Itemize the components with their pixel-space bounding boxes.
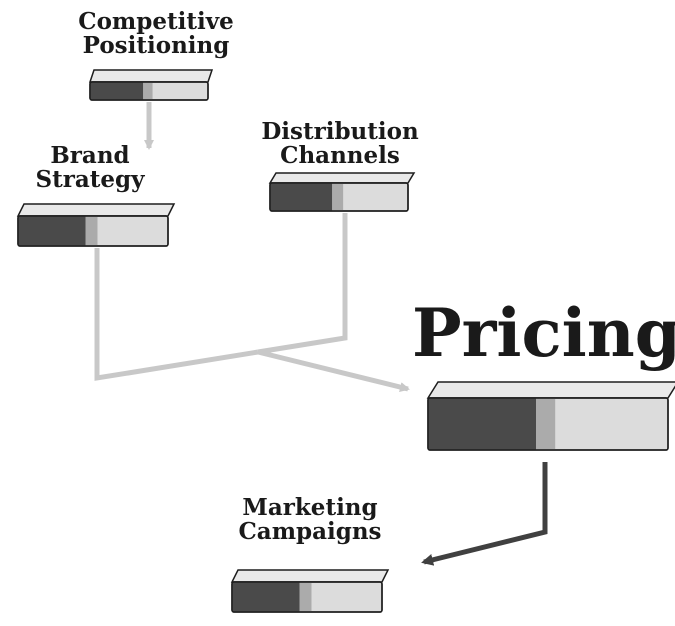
node-label-competitive-positioning: Competitive Positioning xyxy=(68,8,244,60)
box-outline xyxy=(427,397,669,451)
node-label-line: Pricing xyxy=(412,294,675,372)
node-label-line: Campaigns xyxy=(238,518,382,546)
box-outline xyxy=(89,81,209,101)
box-top-face xyxy=(268,172,416,184)
box-top-face xyxy=(426,381,675,399)
box-shadow-side xyxy=(90,82,144,100)
node-box-pricing xyxy=(426,381,675,451)
node-box-marketing xyxy=(230,569,390,613)
node-label-marketing-campaigns: Marketing Campaigns xyxy=(220,494,400,546)
node-box-competitive xyxy=(88,69,214,101)
box-shade-blend xyxy=(143,82,153,100)
connector-junction-to-pricing xyxy=(257,349,410,392)
box-top-face xyxy=(230,569,390,583)
box-shade-blend xyxy=(299,582,312,612)
box-top-face xyxy=(16,203,176,217)
node-label-line: Channels xyxy=(280,142,400,170)
box-shadow-side xyxy=(18,216,86,246)
connector-brand-to-junction xyxy=(94,248,259,381)
box-top-face xyxy=(88,69,214,83)
node-label-brand-strategy: Brand Strategy xyxy=(30,142,150,194)
box-shadow-side xyxy=(428,398,536,450)
connector-distribution-to-junction xyxy=(257,213,348,355)
node-box-brand xyxy=(16,203,176,247)
node-label-line: Brand xyxy=(50,142,130,169)
node-label-line: Competitive xyxy=(78,8,234,35)
node-label-line: Positioning xyxy=(82,32,230,60)
box-shade-blend xyxy=(85,216,98,246)
box-outline xyxy=(231,581,383,613)
node-label-line: Strategy xyxy=(35,166,145,194)
connector-pricing-to-marketing xyxy=(421,462,548,566)
node-label-distribution-channels: Distribution Channels xyxy=(250,118,430,170)
box-outline xyxy=(269,182,409,212)
node-label-line: Distribution xyxy=(261,118,419,145)
node-label-line: Marketing xyxy=(242,494,378,521)
node-label-pricing: Pricing xyxy=(412,294,675,372)
box-shadow-side xyxy=(270,183,333,211)
box-shade-blend xyxy=(536,398,556,450)
box-shade-blend xyxy=(332,183,344,211)
node-box-distribution xyxy=(268,172,416,212)
box-outline xyxy=(17,215,169,247)
box-shadow-side xyxy=(232,582,300,612)
